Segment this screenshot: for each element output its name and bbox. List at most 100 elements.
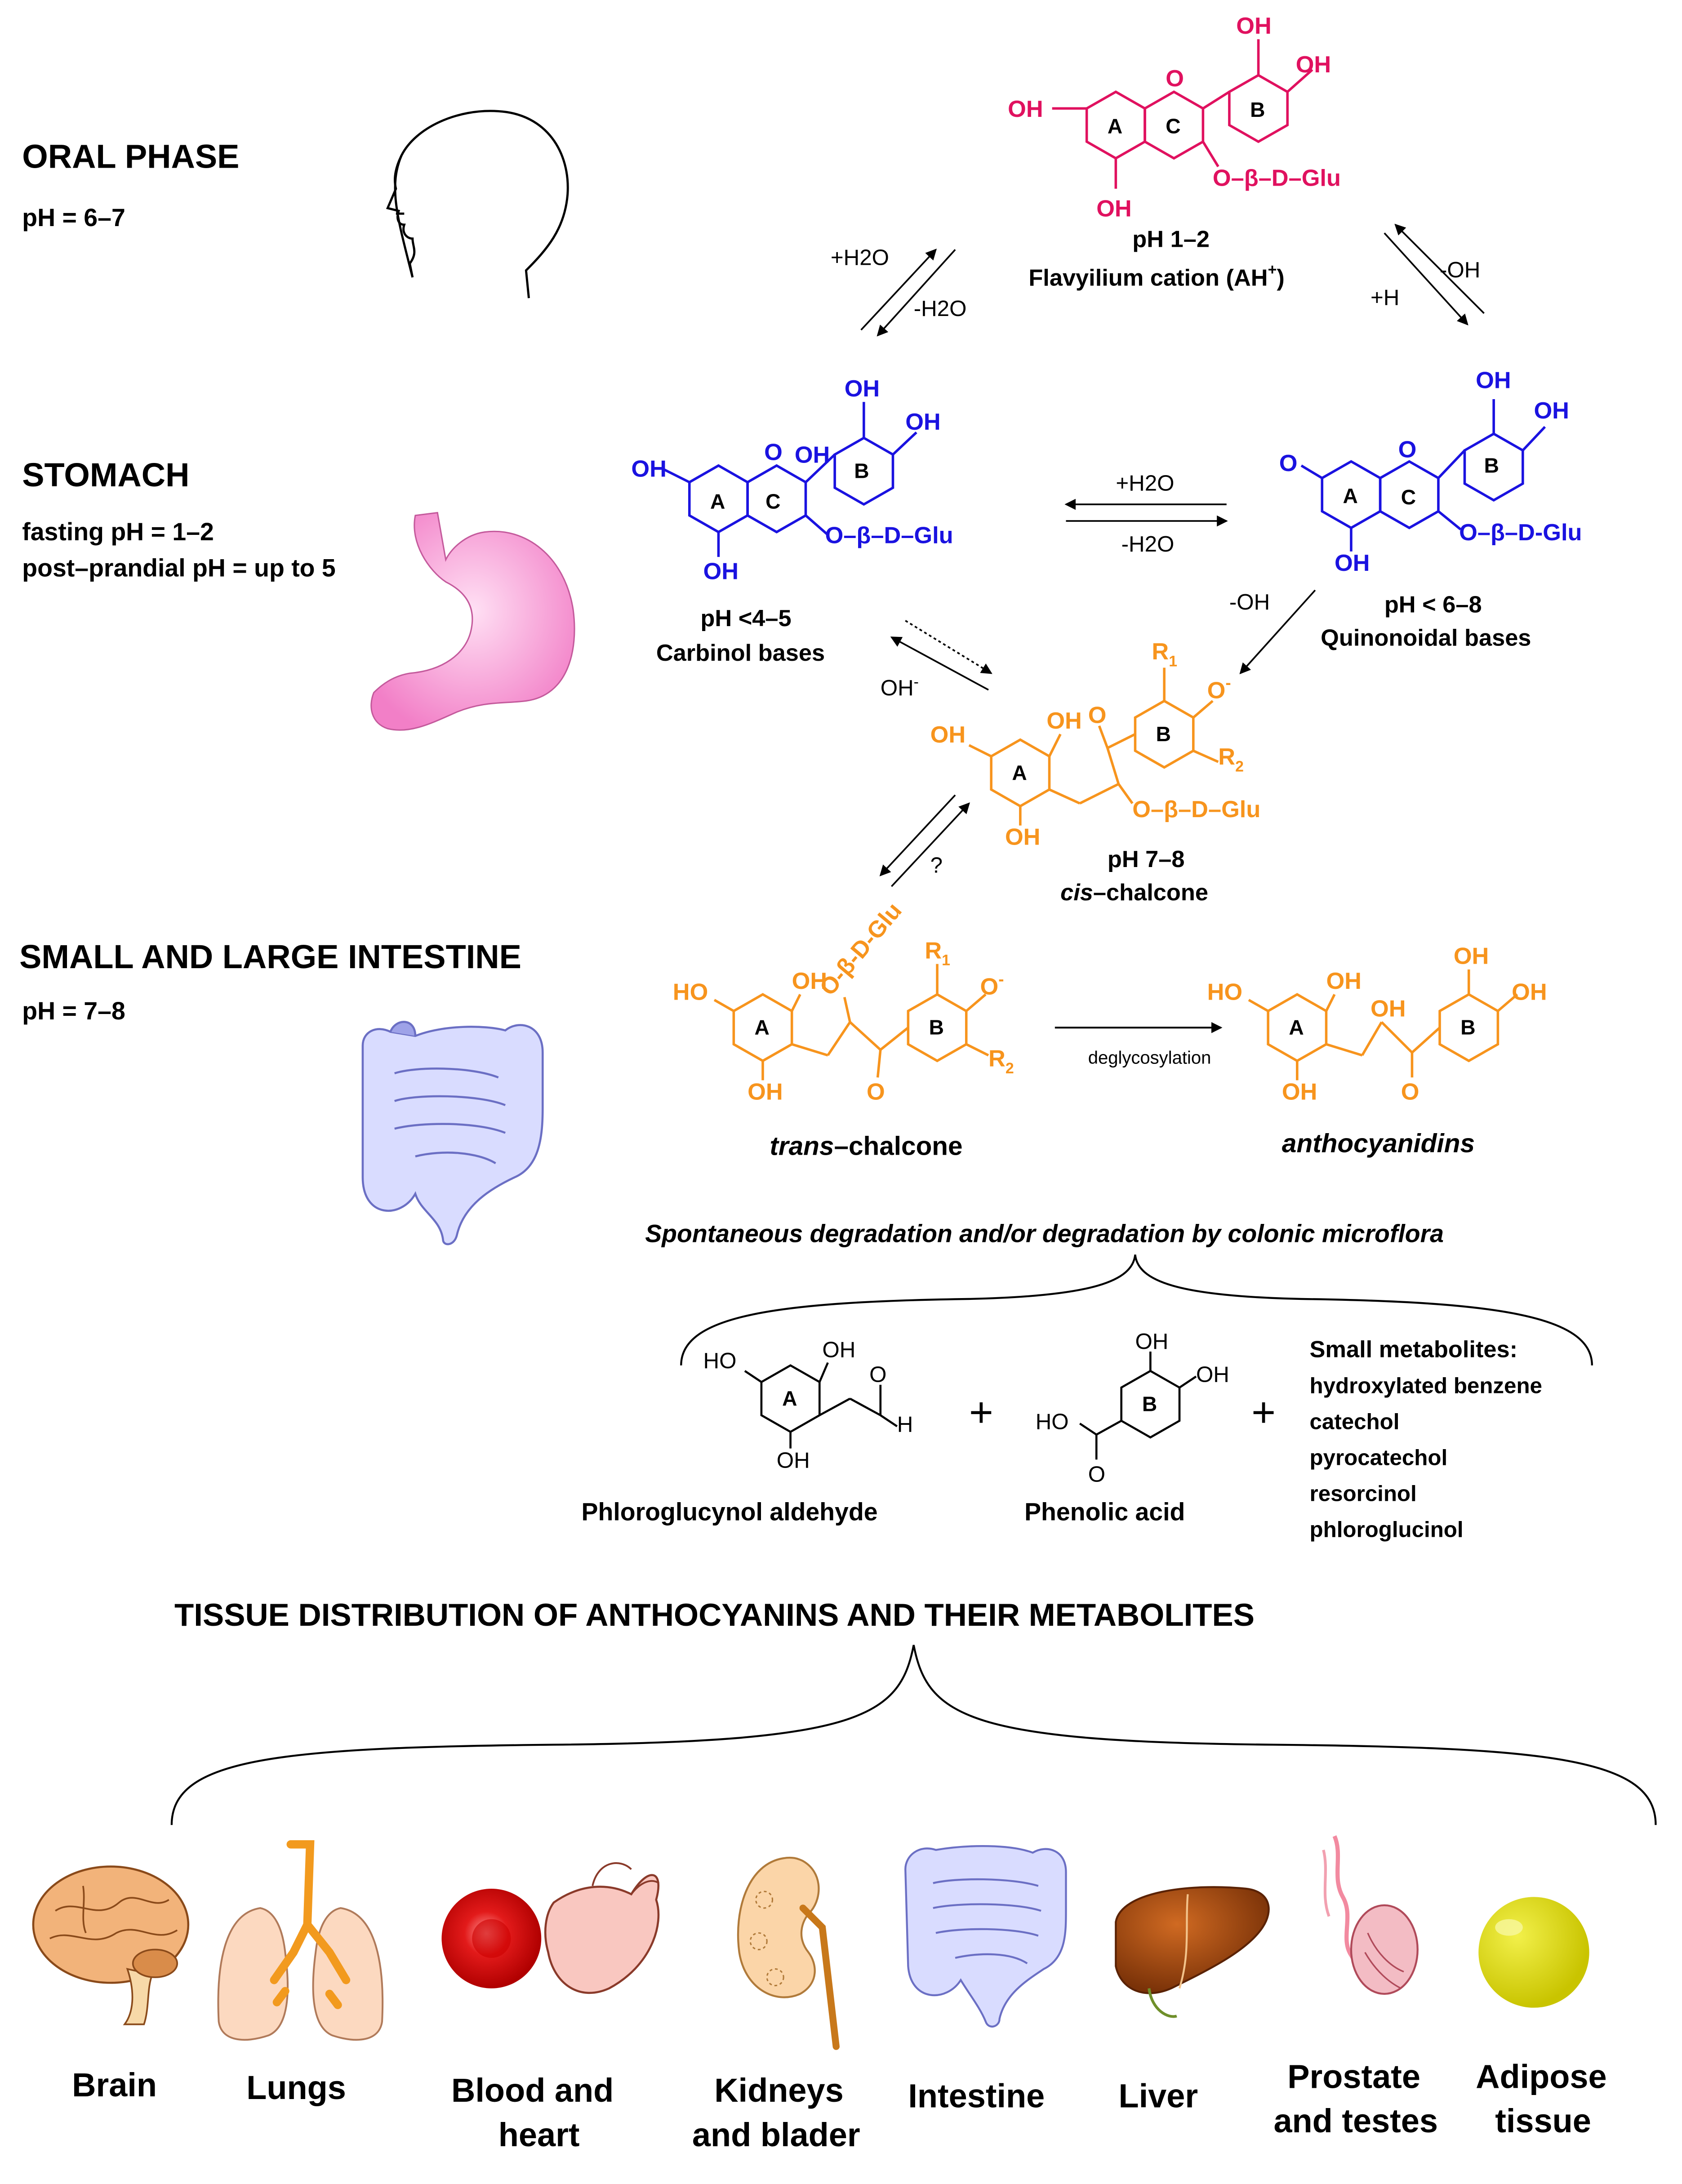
- pa-oh-top: OH: [822, 1337, 855, 1362]
- cis-chalcone-name: cis–chalcone: [1060, 880, 1208, 906]
- trans-r2: R2: [988, 1046, 1014, 1077]
- trans-ring-letters: A B: [755, 1016, 944, 1039]
- product-phloroglucinol-aldehyde: Phloroglucynol aldehyde: [582, 1498, 878, 1526]
- trans-oh-top: OH: [792, 968, 828, 994]
- carbinol-oh-top: OH: [845, 376, 880, 402]
- quinonoidal-name: Quinonoidal bases: [1321, 625, 1531, 651]
- trans-glu: O-β-D-Glu: [815, 898, 907, 1001]
- plus-1: +: [969, 1388, 993, 1435]
- intestine-ph: pH = 7–8: [22, 997, 125, 1025]
- carbinol-oh-left: OH: [631, 456, 667, 482]
- flavylium-oh-top: OH: [1236, 13, 1272, 39]
- small-metabolite-1: hydroxylated benzene: [1310, 1373, 1542, 1398]
- label-minus-h2o-1: -H2O: [914, 296, 967, 321]
- organ-label-kidneys-1: Kidneys: [714, 2072, 844, 2109]
- quinonoidal-glu: O–β–D-Glu: [1459, 520, 1582, 546]
- organ-label-adipose-2: tissue: [1495, 2102, 1591, 2140]
- small-metabolite-2: catechol: [1310, 1409, 1400, 1434]
- carbinol-name: Carbinol bases: [656, 640, 825, 666]
- liver-icon: [1115, 1886, 1270, 2018]
- carbinol-ring-letters: A C B: [710, 459, 869, 513]
- oral-phase-title: ORAL PHASE: [22, 138, 239, 175]
- phen-o: O: [1088, 1462, 1105, 1486]
- cis-chalcone-ph: pH 7–8: [1108, 846, 1185, 872]
- brain-icon: [32, 1865, 190, 2025]
- organ-label-blood-heart-1: Blood and: [451, 2072, 614, 2109]
- degradation-brace: [680, 1254, 1593, 1366]
- cis-o-minus: O-: [1207, 674, 1231, 704]
- phenolic-acid-structure: [1079, 1351, 1197, 1460]
- cis-oh-left: OH: [930, 722, 966, 748]
- pa-o: O: [869, 1362, 886, 1387]
- trans-o-keto: O: [867, 1079, 885, 1105]
- tissue-distribution-title: TISSUE DISTRIBUTION OF ANTHOCYANINS AND …: [174, 1597, 1255, 1633]
- label-plus-h: +H: [1371, 285, 1399, 310]
- equilibrium-flavylium-quinonoidal: [1384, 223, 1485, 326]
- quinonoidal-ring-o: O: [1398, 436, 1417, 463]
- carbinol-labels: OH OH OH OH OH O O–β–D–Glu: [631, 376, 953, 585]
- flavylium-ring-o: O: [1166, 66, 1184, 92]
- label-minus-oh-2: -OH: [1229, 590, 1270, 614]
- quinonoidal-labels: O OH OH OH O O–β–D-Glu: [1279, 367, 1582, 576]
- quinonoidal-ring-c: C: [1401, 485, 1416, 509]
- blood-cell-icon: [441, 1888, 542, 1988]
- cis-r1: R1: [1152, 639, 1177, 670]
- label-plus-h2o-2: +H2O: [1116, 471, 1174, 495]
- antho-oh-top: OH: [1326, 968, 1362, 994]
- small-metabolite-3: pyrocatechol: [1310, 1446, 1448, 1470]
- phen-ho: HO: [1036, 1409, 1069, 1434]
- equilibrium-cis-trans: [879, 794, 970, 887]
- quinonoidal-oh-top: OH: [1476, 367, 1511, 393]
- small-metabolites-title: Small metabolites:: [1310, 1336, 1518, 1362]
- label-question: ?: [930, 853, 943, 877]
- label-oh-minus: OH-: [881, 674, 919, 700]
- organ-label-lungs: Lungs: [246, 2069, 346, 2106]
- quinonoidal-o-left: O: [1279, 450, 1298, 476]
- antho-oh-bottom: OH: [1282, 1079, 1317, 1105]
- flavylium-oh-right: OH: [1296, 52, 1331, 78]
- organ-labels: Brain Lungs Blood and heart Kidneys and …: [72, 2058, 1607, 2153]
- cis-ring-b: B: [1156, 722, 1171, 746]
- pa-h: H: [897, 1412, 913, 1437]
- stomach-ph-postprandial: post–prandial pH = up to 5: [22, 554, 335, 582]
- organ-label-prostate-2: and testes: [1273, 2102, 1438, 2140]
- trans-o-minus: O-: [980, 970, 1004, 1000]
- antho-ring-letters: A B: [1289, 1016, 1475, 1039]
- trans-ring-b: B: [929, 1016, 944, 1039]
- prostate-testes-icon: [1322, 1835, 1419, 1995]
- antho-oh-b-top: OH: [1454, 943, 1489, 970]
- organ-label-intestine: Intestine: [908, 2077, 1045, 2115]
- kidney-icon: [737, 1856, 840, 2050]
- phen-ring-b: B: [1142, 1392, 1157, 1415]
- intestine-title: SMALL AND LARGE INTESTINE: [19, 938, 521, 975]
- carbinol-base-structure: [661, 402, 917, 557]
- stomach-icon: [370, 512, 575, 731]
- carbinol-ring-c: C: [765, 489, 780, 513]
- intestine-section: SMALL AND LARGE INTESTINE pH = 7–8: [19, 938, 544, 1245]
- cis-chalcone-labels: OH OH OH O R1 O- R2 O–β–D–Glu: [930, 639, 1261, 850]
- flavylium-name: Flavyilium cation (AH+): [1028, 261, 1284, 291]
- cis-ring-letters: A B: [1012, 722, 1171, 784]
- flavylium-ring-b: B: [1250, 98, 1265, 121]
- anthocyanidins-name: anthocyanidins: [1282, 1129, 1475, 1158]
- small-metabolite-4: resorcinol: [1310, 1481, 1417, 1506]
- organ-label-brain: Brain: [72, 2066, 157, 2104]
- antho-oh-enol: OH: [1371, 996, 1406, 1022]
- carbinol-oh-c2: OH: [795, 442, 830, 468]
- label-minus-oh-1: -OH: [1440, 258, 1480, 282]
- organ-label-adipose-1: Adipose: [1476, 2058, 1607, 2095]
- trans-ring-a: A: [755, 1016, 770, 1039]
- carbinol-ring-o: O: [764, 440, 783, 466]
- oral-phase-section: ORAL PHASE pH = 6–7: [22, 110, 569, 298]
- flavylium-ring-c: C: [1166, 115, 1180, 138]
- flavylium-ring-a: A: [1108, 115, 1122, 138]
- carbinol-ring-b: B: [854, 459, 869, 483]
- lungs-icon: [217, 1840, 384, 2041]
- trans-ho-left: HO: [673, 979, 708, 1005]
- phen-oh-right: OH: [1196, 1362, 1229, 1387]
- quinonoidal-ring-letters: A C B: [1343, 454, 1499, 509]
- cis-o-enol: O: [1088, 703, 1107, 729]
- stomach-section: STOMACH fasting pH = 1–2 post–prandial p…: [22, 456, 575, 731]
- phloroglucinol-aldehyde-labels: HO OH OH O H A: [703, 1337, 913, 1472]
- quinonoidal-ring-b: B: [1484, 454, 1499, 477]
